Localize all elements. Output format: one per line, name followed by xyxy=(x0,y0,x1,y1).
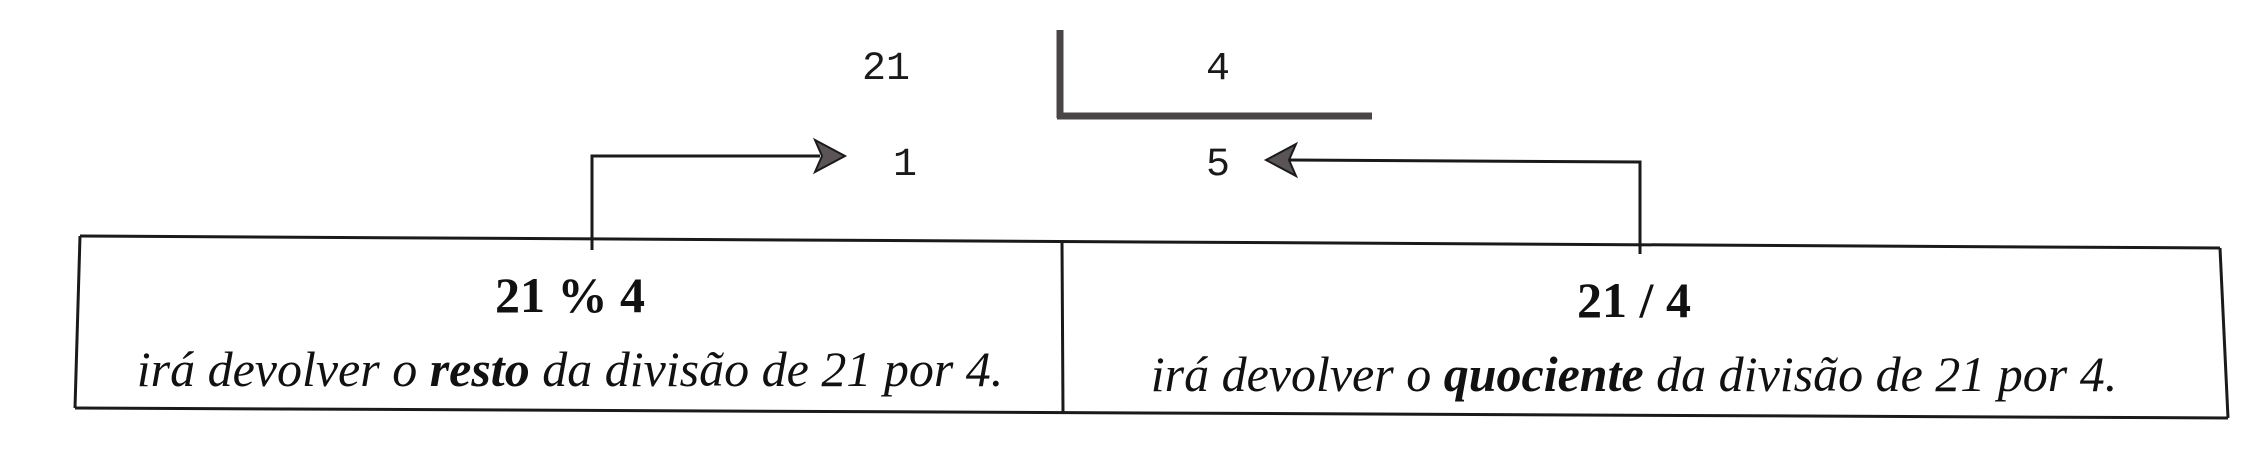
quotient-cell: 21 / 4 irá devolver o quociente da divis… xyxy=(1064,275,2204,399)
remainder-desc-prefix: irá devolver o xyxy=(136,341,430,397)
remainder-description: irá devolver o resto da divisão de 21 po… xyxy=(80,344,1060,394)
remainder-expression: 21 % 4 xyxy=(495,267,645,323)
quotient-expression: 21 / 4 xyxy=(1577,272,1691,328)
division-bracket xyxy=(1056,30,1372,120)
quotient-desc-suffix: da divisão de 21 por 4. xyxy=(1643,346,2118,402)
arrow-left-icon xyxy=(1263,141,1642,254)
arrow-right-icon xyxy=(590,137,848,250)
remainder-cell: 21 % 4 irá devolver o resto da divisão d… xyxy=(80,270,1060,394)
quotient-desc-emphasis: quociente xyxy=(1443,346,1644,402)
quotient-value: 5 xyxy=(1206,143,1231,188)
explanation-table xyxy=(73,234,2230,420)
dividend-value: 21 xyxy=(862,47,911,92)
remainder-value: 1 xyxy=(893,143,918,188)
remainder-desc-emphasis: resto xyxy=(429,341,530,397)
quotient-description: irá devolver o quociente da divisão de 2… xyxy=(1064,349,2204,399)
remainder-desc-suffix: da divisão de 21 por 4. xyxy=(529,341,1004,397)
divisor-value: 4 xyxy=(1206,47,1231,92)
quotient-desc-prefix: irá devolver o xyxy=(1150,346,1444,402)
